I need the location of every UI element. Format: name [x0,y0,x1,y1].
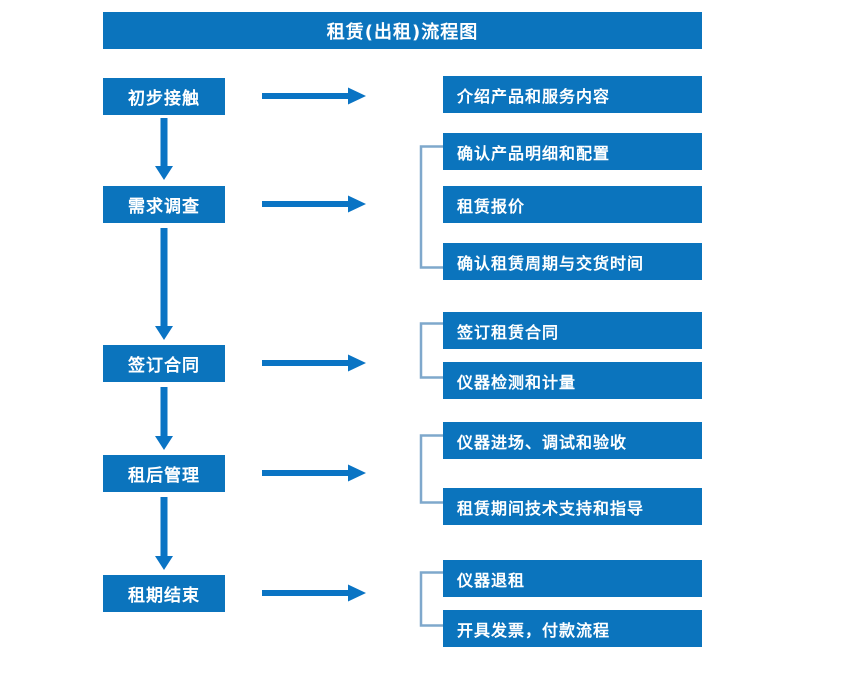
stage-box-3[interactable]: 签订合同 [103,345,225,382]
detail-box-6[interactable]: 仪器检测和计量 [443,362,702,399]
group-bracket-icon-2 [419,322,444,379]
detail-label-8: 租赁期间技术支持和指导 [457,498,645,518]
right-arrow-icon-2 [262,195,366,213]
detail-box-9[interactable]: 仪器退租 [443,560,702,597]
group-bracket-icon-4 [419,571,444,627]
detail-label-5: 签订租赁合同 [457,322,560,342]
stage-label-2: 需求调查 [128,197,200,217]
flowchart-title-bar: 租赁(出租)流程图 [103,12,702,49]
detail-box-5[interactable]: 签订租赁合同 [443,312,702,349]
group-bracket-icon-1 [419,145,444,269]
stage-box-5[interactable]: 租期结束 [103,575,225,612]
stage-label-4: 租后管理 [128,466,200,486]
page-title: 租赁(出租)流程图 [326,21,479,43]
detail-label-6: 仪器检测和计量 [457,372,577,392]
detail-box-4[interactable]: 确认租赁周期与交货时间 [443,243,702,280]
stage-box-1[interactable]: 初步接触 [103,78,225,115]
down-arrow-icon-3 [155,387,173,450]
right-arrow-icon-4 [262,464,366,482]
right-arrow-icon-5 [262,584,366,602]
detail-label-10: 开具发票，付款流程 [457,620,611,640]
detail-label-2: 确认产品明细和配置 [457,143,611,163]
stage-label-3: 签订合同 [128,356,200,376]
right-arrow-icon-3 [262,354,366,372]
detail-box-1[interactable]: 介绍产品和服务内容 [443,76,702,113]
detail-label-4: 确认租赁周期与交货时间 [457,253,645,273]
detail-box-3[interactable]: 租赁报价 [443,186,702,223]
detail-box-2[interactable]: 确认产品明细和配置 [443,133,702,170]
stage-label-1: 初步接触 [128,89,200,109]
detail-label-9: 仪器退租 [457,570,526,590]
down-arrow-icon-2 [155,228,173,340]
detail-box-10[interactable]: 开具发票，付款流程 [443,610,702,647]
detail-label-3: 租赁报价 [457,196,526,216]
down-arrow-icon-4 [155,497,173,570]
detail-box-8[interactable]: 租赁期间技术支持和指导 [443,488,702,525]
group-bracket-icon-3 [419,434,444,504]
stage-box-4[interactable]: 租后管理 [103,455,225,492]
down-arrow-icon-1 [155,118,173,180]
detail-label-1: 介绍产品和服务内容 [457,86,611,106]
detail-box-7[interactable]: 仪器进场、调试和验收 [443,422,702,459]
stage-label-5: 租期结束 [128,586,200,606]
detail-label-7: 仪器进场、调试和验收 [457,432,628,452]
stage-box-2[interactable]: 需求调查 [103,186,225,223]
right-arrow-icon-1 [262,87,366,105]
